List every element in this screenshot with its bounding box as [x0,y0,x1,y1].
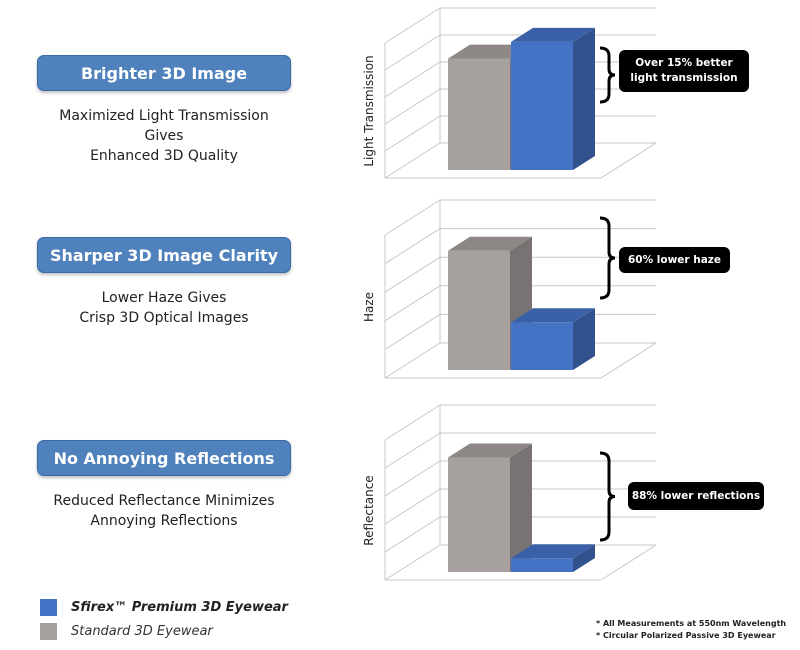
legend-item-standard: Standard 3D Eyewear [40,623,213,640]
grid [384,199,657,379]
haze-chart: Haze [362,199,657,379]
callout-line: 88% lower reflections [631,489,761,502]
bar-premium [511,308,595,370]
bar-premium [511,27,595,170]
bar-top [511,308,595,323]
desc-line: Annoying Reflections [90,513,238,529]
bar-top [511,544,595,559]
floor-edge [600,142,657,179]
y-axis-label: Reflectance [362,475,376,545]
bar-front [448,58,510,171]
bar-front [511,558,573,572]
gridline [384,342,441,379]
bar-front [511,322,573,370]
bar-side [573,27,595,170]
brace-bracket [599,46,616,104]
brace-bracket [599,216,616,300]
desc-line: Lower Haze Gives [101,290,227,306]
desc-line: Enhanced 3D Quality [90,148,238,164]
bar-side [510,443,532,572]
legend-label-standard: Standard 3D Eyewear [71,624,213,639]
gridline [384,7,441,44]
gridline [384,285,441,322]
legend-item-premium: Sfirex™ Premium 3D Eyewear [40,599,288,616]
panel-title-brighter: Brighter 3D Image [37,55,291,91]
footnotes: * All Measurements at 550nm Wavelength *… [596,618,786,642]
callout-line: light transmission [630,72,738,84]
bar-front [448,250,510,370]
gridline [384,404,441,441]
brace-bracket [599,451,616,542]
gridline [384,432,441,469]
panel-desc-brighter: Maximized Light Transmission Gives Enhan… [40,106,288,166]
y-axis-label: Haze [362,292,376,322]
gridline [384,460,441,497]
callout-line: Over 15% better [635,57,733,69]
gridline [384,544,441,581]
bar-front [448,457,510,572]
gridline [384,228,441,265]
callout-haze: 60% lower haze [619,247,730,273]
legend-label-premium: Sfirex™ Premium 3D Eyewear [71,600,288,615]
desc-line: Crisp 3D Optical Images [79,310,249,326]
callout-line: 60% lower haze [627,253,722,266]
gridline [384,61,441,98]
desc-line: Maximized Light Transmission Gives [59,108,269,144]
footnote: * All Measurements at 550nm Wavelength [596,619,787,628]
bar-front [511,41,573,170]
legend-swatch-standard [40,623,57,640]
panel-desc-sharper: Lower Haze Gives Crisp 3D Optical Images [40,288,288,328]
panel-desc-reflections: Reduced Reflectance Minimizes Annoying R… [40,491,288,531]
light-transmission-chart: Light Transmission [362,7,657,179]
bar-top [448,236,532,251]
y-axis-label: Light Transmission [362,55,376,166]
bar-side [573,544,595,572]
bar-top [511,27,595,42]
footnote: * Circular Polarized Passive 3D Eyewear [596,631,776,640]
gridline [384,488,441,525]
bar-side [573,308,595,370]
floor-edge [600,342,657,379]
bar-standard [448,443,532,572]
gridline [384,115,441,152]
panel-title-sharper: Sharper 3D Image Clarity [37,237,291,273]
bar-premium [511,544,595,572]
gridline [384,34,441,71]
gridline [384,313,441,350]
desc-line: Reduced Reflectance Minimizes [53,493,275,509]
gridline [384,142,441,179]
panel-title-reflections: No Annoying Reflections [37,440,291,476]
legend-swatch-premium [40,599,57,616]
gridline [384,256,441,293]
bar-top [448,443,532,458]
gridline [384,88,441,125]
floor-edge [600,544,657,581]
gridline [384,199,441,236]
callout-light-transmission: Over 15% better light transmission [619,50,749,92]
gridline [384,516,441,553]
callout-reflectance: 88% lower reflections [628,482,764,510]
reflectance-chart: Reflectance [362,404,657,581]
